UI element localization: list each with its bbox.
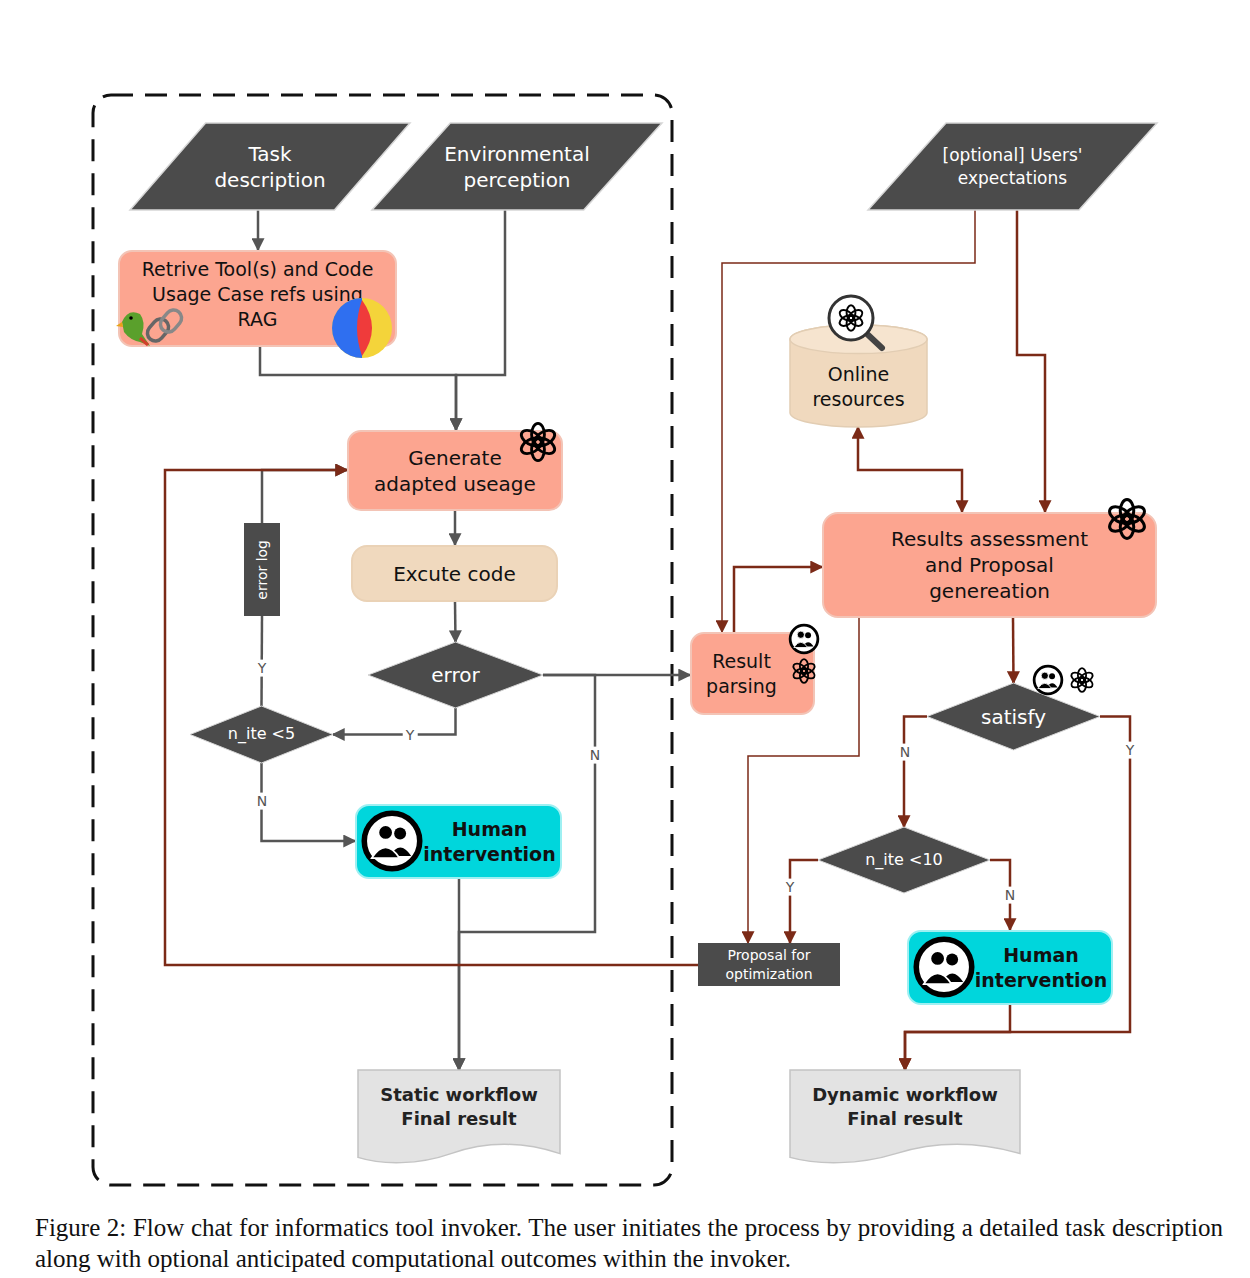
flow-connector xyxy=(257,210,260,250)
text-wrap: Result parsing xyxy=(692,634,813,713)
flow-connector xyxy=(858,427,962,512)
node-label: Environmental perception xyxy=(417,141,617,193)
node-label: Static workflow Final result xyxy=(359,1083,559,1130)
text-wrap: [optional] Users' expectations xyxy=(868,123,1157,210)
text-wrap: n_ite <10 xyxy=(818,827,990,893)
result-document: Static workflow Final result xyxy=(358,1070,560,1165)
input-parallelogram: Environmental perception xyxy=(372,123,662,210)
text-wrap: Results assessment and Proposal genereat… xyxy=(824,514,1155,616)
flow-connector xyxy=(454,511,457,545)
node-label: satisfy xyxy=(981,704,1046,730)
node-label: Retrive Tool(s) and Code Usage Case refs… xyxy=(130,257,385,331)
result-document: Dynamic workflow Final result xyxy=(790,1070,1020,1165)
edge-label: Y xyxy=(403,727,418,744)
node-label: Excute code xyxy=(393,561,516,587)
text-wrap: Human intervention xyxy=(909,932,1111,1003)
human-box: Human intervention xyxy=(907,930,1113,1005)
text-wrap: Static workflow Final result xyxy=(358,1070,560,1165)
text-wrap: Online resources xyxy=(790,325,927,427)
process-box: Results assessment and Proposal genereat… xyxy=(822,512,1157,618)
text-wrap: Task description xyxy=(130,123,410,210)
text-wrap: Excute code xyxy=(353,547,556,600)
flow-connector xyxy=(456,210,505,430)
text-wrap: Human intervention xyxy=(357,806,560,877)
human-box: Human intervention xyxy=(355,804,562,879)
flow-connector xyxy=(904,717,927,828)
node-outline xyxy=(868,123,1157,210)
text-wrap: Environmental perception xyxy=(372,123,662,210)
node-outline xyxy=(372,123,662,210)
flow-connector xyxy=(1012,618,1015,683)
node-label: n_ite <5 xyxy=(228,724,295,745)
node-label: [optional] Users' expectations xyxy=(928,144,1098,188)
text-wrap: Generate adapted useage xyxy=(349,432,561,509)
process-box: Retrive Tool(s) and Code Usage Case refs… xyxy=(118,250,397,347)
flow-connector xyxy=(260,347,456,430)
flow-connector xyxy=(262,763,356,841)
decision-diamond: error xyxy=(368,642,543,708)
decision-diamond: satisfy xyxy=(927,683,1100,750)
flow-connector xyxy=(262,470,347,523)
node-label: Task description xyxy=(200,141,340,193)
flow-connector xyxy=(905,717,1130,1071)
edge-label: N xyxy=(587,747,603,764)
decision-diamond: n_ite <5 xyxy=(190,706,333,763)
node-label: n_ite <10 xyxy=(865,850,943,871)
text-wrap: Retrive Tool(s) and Code Usage Case refs… xyxy=(120,252,395,345)
edge-label: Y xyxy=(255,660,270,677)
proposal-box: Proposal for optimization xyxy=(698,943,840,986)
node-label: Online resources xyxy=(796,362,921,411)
edge-label: N xyxy=(1002,887,1018,904)
node-label: Generate adapted useage xyxy=(365,445,545,497)
node-label: Human intervention xyxy=(971,943,1111,992)
text-wrap: satisfy xyxy=(927,683,1100,750)
openai-logo xyxy=(1070,668,1095,692)
node-label: Proposal for optimization xyxy=(702,946,837,982)
input-parallelogram: [optional] Users' expectations xyxy=(868,123,1157,210)
text-wrap: error xyxy=(368,642,543,708)
node-label: Results assessment and Proposal genereat… xyxy=(872,526,1107,604)
text-wrap: error log xyxy=(244,523,280,616)
edge-label: Y xyxy=(783,879,798,896)
decision-diamond: n_ite <10 xyxy=(818,827,990,893)
log-label-box: error log xyxy=(244,523,280,616)
input-parallelogram: Task description xyxy=(130,123,410,210)
human-icon xyxy=(1034,666,1062,694)
process-box: Generate adapted useage xyxy=(347,430,563,511)
node-outline xyxy=(130,123,410,210)
flow-connector xyxy=(454,602,457,642)
dashed-boundary xyxy=(93,95,672,1185)
edge-label: N xyxy=(897,744,913,761)
flow-connector xyxy=(905,1005,1010,1070)
flow-connector xyxy=(458,879,461,1070)
flow-connector xyxy=(790,860,818,943)
flow-connector xyxy=(734,567,822,632)
edge-label: N xyxy=(254,793,270,810)
flow-connector xyxy=(333,708,456,735)
node-label: Result parsing xyxy=(692,649,791,698)
node-label: error xyxy=(431,662,479,688)
flow-connector xyxy=(165,470,698,965)
edge-label: Y xyxy=(1123,742,1138,759)
node-label: Human intervention xyxy=(419,817,560,866)
text-wrap: Dynamic workflow Final result xyxy=(790,1070,1020,1165)
database-cylinder: Online resources xyxy=(790,325,927,427)
process-box: Excute code xyxy=(351,545,558,602)
text-wrap: Proposal for optimization xyxy=(698,943,840,986)
node-label: error log xyxy=(253,540,271,600)
flow-connector xyxy=(1017,210,1045,512)
process-box: Result parsing xyxy=(690,632,815,715)
text-wrap: n_ite <5 xyxy=(190,706,333,763)
figure-caption: Figure 2: Flow chat for informatics tool… xyxy=(35,1213,1223,1274)
node-label: Dynamic workflow Final result xyxy=(795,1083,1015,1130)
